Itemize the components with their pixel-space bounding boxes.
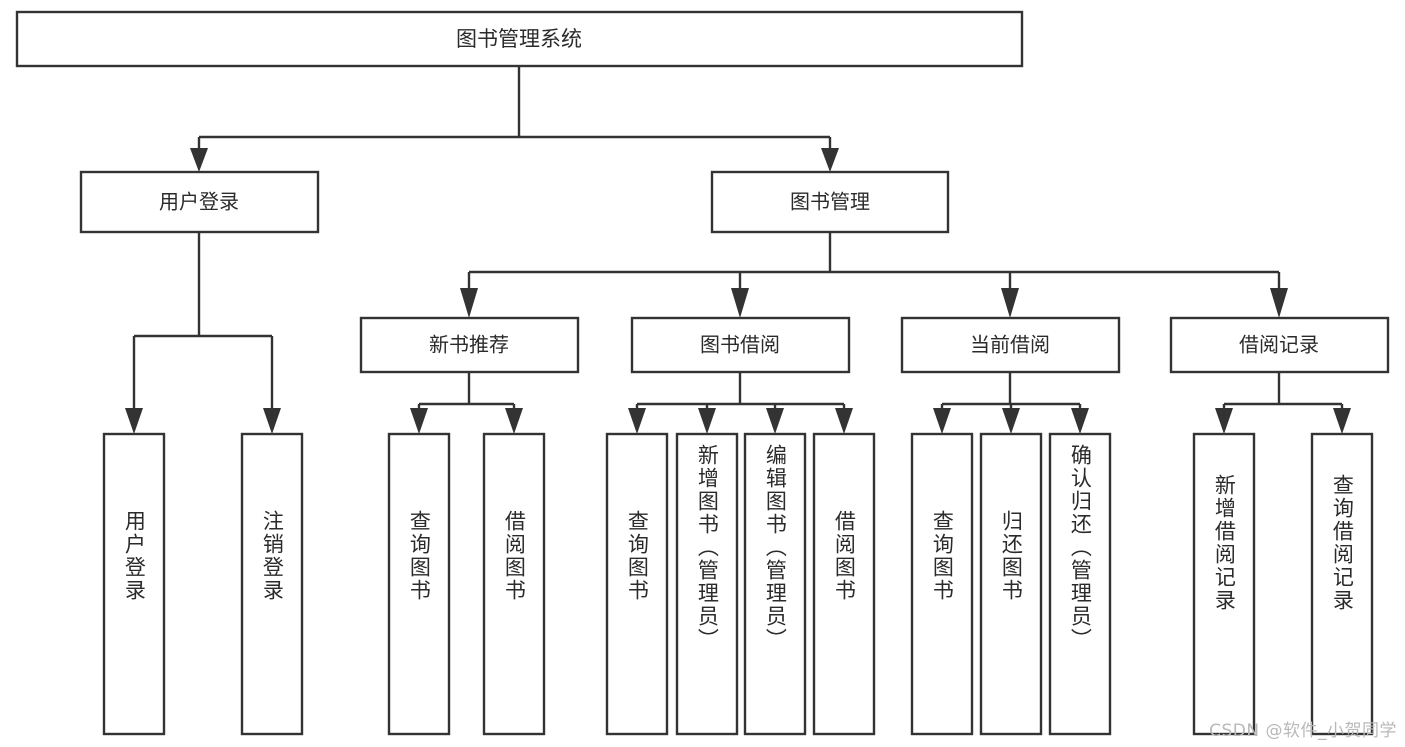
- node-book-borrow-label: 图书借阅: [700, 333, 780, 357]
- node-root[interactable]: 图书管理系统: [15, 10, 1024, 68]
- connector-group-newbook: [410, 372, 523, 434]
- node-book-manage-box[interactable]: [710, 170, 950, 234]
- node-leaf-3-box[interactable]: [387, 432, 451, 736]
- node-book-borrow-box[interactable]: [630, 316, 851, 374]
- node-login-label: 用户登录: [159, 190, 239, 214]
- arrow-login-leaf1: [125, 408, 143, 434]
- arrow-bookborrow-leaf8: [835, 408, 853, 434]
- node-leaf-8-box[interactable]: [812, 432, 876, 736]
- node-leaf-4-box[interactable]: [482, 432, 546, 736]
- connector-group-login: [125, 232, 281, 434]
- node-book-manage-label: 图书管理: [790, 190, 870, 214]
- node-login[interactable]: 用户登录: [79, 170, 320, 234]
- node-book-borrow[interactable]: 图书借阅: [630, 316, 851, 374]
- arrow-bm-newbook: [460, 288, 478, 318]
- arrow-bm-currentborrow: [1001, 288, 1019, 318]
- connector-group-borrowrecord: [1215, 372, 1351, 434]
- connector-group-root: [190, 66, 839, 172]
- node-borrow-record-label: 借阅记录: [1239, 333, 1319, 357]
- arrow-bm-bookborrow: [731, 288, 749, 318]
- node-login-box[interactable]: [79, 170, 320, 234]
- node-leaf-10-box[interactable]: [979, 432, 1043, 736]
- leaf-box-group: [102, 432, 1374, 736]
- arrow-currentborrow-leaf9: [933, 408, 951, 434]
- node-current-borrow[interactable]: 当前借阅: [900, 316, 1121, 374]
- node-new-book-rec-label: 新书推荐: [429, 333, 509, 357]
- connector-group-currentborrow: [933, 372, 1089, 434]
- node-leaf-9-box[interactable]: [910, 432, 974, 736]
- arrow-bookborrow-leaf7: [766, 408, 784, 434]
- node-new-book-rec-box[interactable]: [359, 316, 580, 374]
- arrow-borrowrecord-leaf12: [1215, 408, 1233, 434]
- node-new-book-rec[interactable]: 新书推荐: [359, 316, 580, 374]
- arrow-currentborrow-leaf10: [1002, 408, 1020, 434]
- connector-group-bookborrow: [628, 372, 853, 434]
- node-root-label: 图书管理系统: [456, 27, 582, 51]
- node-leaf-12-box[interactable]: [1192, 432, 1256, 736]
- node-borrow-record[interactable]: 借阅记录: [1169, 316, 1390, 374]
- node-leaf-13-box[interactable]: [1310, 432, 1374, 736]
- node-leaf-6-box[interactable]: [675, 432, 739, 736]
- arrow-root-to-login: [190, 148, 208, 172]
- arrow-bookborrow-leaf5: [628, 408, 646, 434]
- node-leaf-1-box[interactable]: [102, 432, 166, 736]
- arrow-bookborrow-leaf6: [698, 408, 716, 434]
- node-root-box[interactable]: [15, 10, 1024, 68]
- connector-group-bookmanage: [460, 232, 1288, 318]
- node-current-borrow-box[interactable]: [900, 316, 1121, 374]
- node-current-borrow-label: 当前借阅: [970, 333, 1050, 357]
- arrow-newbook-leaf3: [410, 408, 428, 434]
- arrow-newbook-leaf4: [505, 408, 523, 434]
- node-leaf-2-box[interactable]: [240, 432, 304, 736]
- node-borrow-record-box[interactable]: [1169, 316, 1390, 374]
- node-book-manage[interactable]: 图书管理: [710, 170, 950, 234]
- node-leaf-7-box[interactable]: [743, 432, 807, 736]
- node-leaf-5-box[interactable]: [605, 432, 669, 736]
- arrow-borrowrecord-leaf13: [1333, 408, 1351, 434]
- arrow-bm-borrowrecord: [1270, 288, 1288, 318]
- arrow-login-leaf2: [263, 408, 281, 434]
- arrow-root-to-bookmanage: [821, 148, 839, 172]
- node-leaf-11-box[interactable]: [1048, 432, 1112, 736]
- csdn-watermark: CSDN @软件_小贺同学: [1209, 721, 1397, 741]
- arrow-currentborrow-leaf11: [1071, 408, 1089, 434]
